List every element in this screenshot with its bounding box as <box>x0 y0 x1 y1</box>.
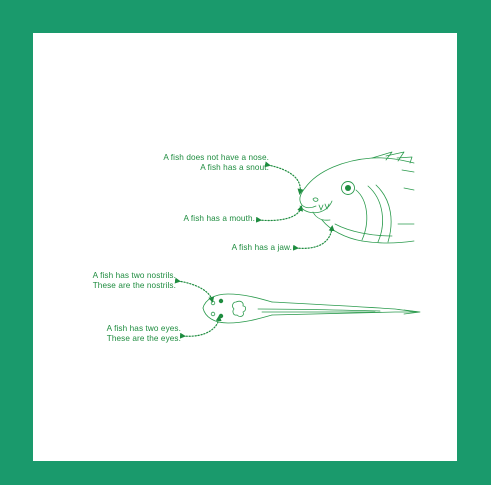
fish-eye-top-right <box>219 314 223 318</box>
label-eyes: A fish has two eyes. These are the eyes. <box>107 324 181 344</box>
arrow-jaw <box>296 228 332 248</box>
fish-top-view-illustration <box>203 294 420 323</box>
fish-eye-top-left <box>219 299 223 303</box>
arrow-nose <box>268 165 300 192</box>
fish-pupil-side <box>345 185 351 191</box>
arrow-eyes <box>183 318 219 336</box>
label-mouth: A fish has a mouth. <box>183 214 255 224</box>
label-nose-snout: A fish does not have a nose. A fish has … <box>163 153 269 173</box>
fish-head-illustration <box>300 152 414 243</box>
label-nostrils: A fish has two nostrils. These are the n… <box>93 271 176 291</box>
arrow-nostrils <box>178 281 212 300</box>
arrow-mouth <box>259 208 301 221</box>
label-jaw: A fish has a jaw. <box>232 243 292 253</box>
